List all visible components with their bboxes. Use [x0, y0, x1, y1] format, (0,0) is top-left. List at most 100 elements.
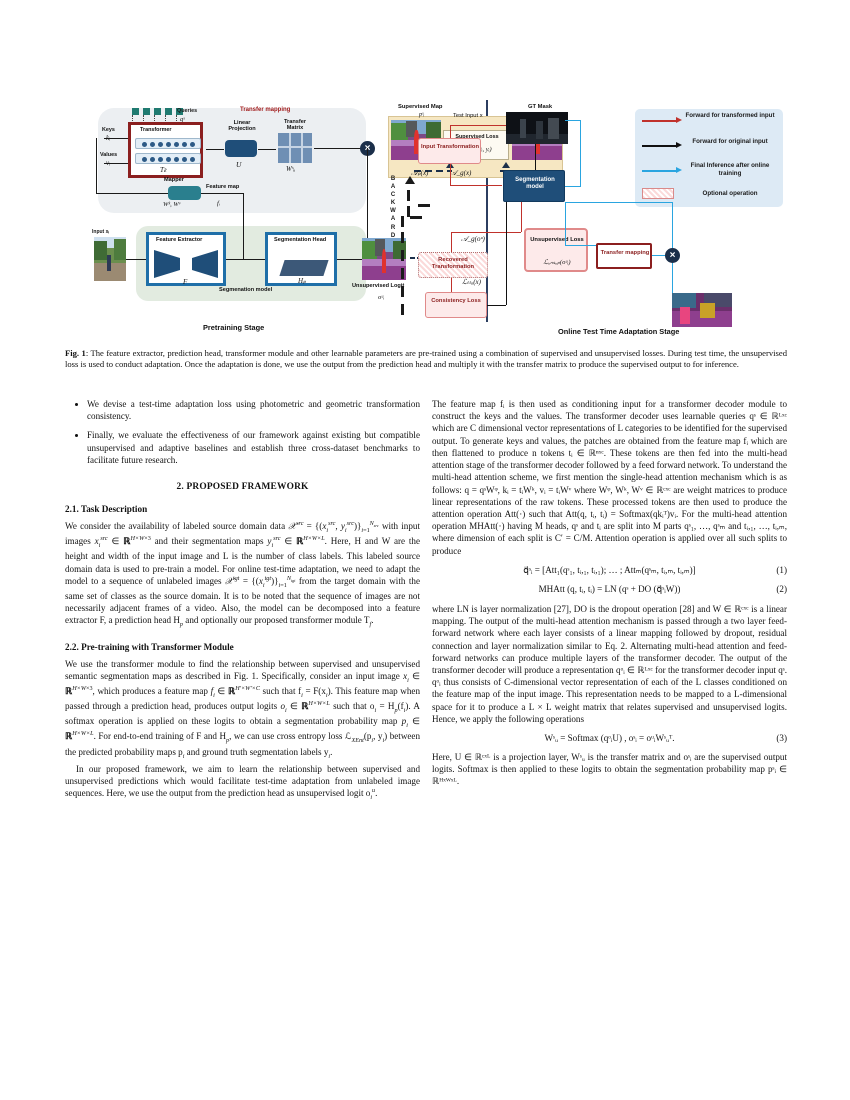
- framework-paragraph: In our proposed framework, we aim to lea…: [65, 763, 420, 801]
- segmentation-model-label: Segmenation model: [219, 287, 273, 293]
- transformer-to-lp-arrow: [206, 149, 224, 150]
- legend-arrow-transformed: [642, 120, 676, 122]
- mapper-out-line: [201, 193, 243, 194]
- mapper-box: [168, 186, 201, 200]
- legend-arrow-inference: [642, 170, 676, 172]
- fe-branch-vline: [243, 215, 244, 259]
- transformer-decoder-paragraph: The feature map fᵢ is then used as condi…: [432, 399, 787, 556]
- legend-label-original: Forward for original input: [692, 138, 768, 145]
- transformer-label: Transformer: [140, 127, 172, 133]
- section-heading-2: 2. PROPOSED FRAMEWORK: [176, 482, 309, 493]
- tm-to-mult-line: [314, 148, 362, 149]
- values-arrow: [104, 163, 128, 164]
- pt-c: such that f: [259, 685, 302, 696]
- red-line-4: [450, 185, 502, 187]
- pt-d: = F(x: [302, 685, 326, 696]
- transformer-row-1: [135, 138, 201, 149]
- feature-extractor-symbol: F: [183, 278, 188, 286]
- cyan-line-9: [672, 263, 674, 293]
- segmentation-head-label: Segmentation Head: [274, 237, 327, 243]
- transfer-mapping-label: Transfer mapping: [240, 107, 291, 113]
- pt-j: . For end-to-end training of F and H: [93, 731, 227, 742]
- red-line-5: [521, 202, 523, 232]
- featuremap-vline: [243, 193, 244, 215]
- ag-ou-symbol: 𝒜_g(oᵘ): [461, 235, 485, 243]
- cyan-line-8: [565, 202, 672, 204]
- equation-2: MHAtt (q, tᵢ, tᵢ) = LN (qˢ + DO (q⃗ˢᵢW))…: [432, 584, 787, 595]
- list-item: Finally, we evaluate the effectiveness o…: [87, 429, 420, 466]
- tta-stage-title: Online Test Time Adaptation Stage: [558, 327, 680, 336]
- td-e: from the target domain with the same set…: [65, 575, 420, 626]
- supervised-map-label: Supervised Map: [398, 104, 443, 110]
- black-line-1: [535, 144, 537, 170]
- cyan-line-5: [565, 245, 597, 247]
- pt-h: (f: [397, 701, 404, 712]
- cyan-line-6: [652, 255, 667, 257]
- supervised-loss-label: Supervised Loss: [455, 134, 499, 140]
- figure-1: Queries qˢ Keys kᵢ Values vᵢ Transformer…: [88, 100, 788, 340]
- red-line-3: [450, 164, 452, 185]
- transfer-matrix-label: Transfer Matrix: [283, 119, 307, 131]
- list-item: We devise a test-time adaptation loss us…: [87, 398, 420, 422]
- cyan-line-7: [672, 202, 674, 248]
- td-d: . Here, H and W are the height and width…: [65, 536, 420, 586]
- unsupervised-loss-box: Unsupervised Loss ℒᵤₙₛᵤₚ(oᵘᵢ): [524, 228, 588, 272]
- segmentation-head-box: Segmentation Head Hₚ: [265, 232, 337, 286]
- queries-label: Queries: [177, 108, 198, 114]
- pt-i: ). A softmax operation is applied on the…: [65, 701, 420, 727]
- right-column: The feature map fᵢ is then used as condi…: [432, 398, 787, 788]
- td-f: and optionally our proposed transformer …: [183, 615, 370, 626]
- values-label: Values: [100, 152, 118, 158]
- test-input-image: [506, 112, 568, 144]
- legend-label-inference: Final Inference after online training: [690, 162, 770, 177]
- logit-to-mult-vline: [367, 148, 368, 238]
- sh-to-logit-arrow: [337, 259, 362, 260]
- pt-n: ) between the predicted probability maps…: [65, 731, 421, 757]
- feature-map-symbol: fᵢ: [217, 200, 220, 207]
- pt-p: .: [330, 746, 333, 757]
- equation-1-number: (1): [776, 564, 787, 575]
- unsupervised-logit-image: [362, 238, 406, 280]
- segmentation-head-glyph: [279, 260, 329, 276]
- pt-e: ). This feature map when passed through …: [65, 685, 421, 712]
- pt-l: (p: [363, 731, 372, 742]
- pt-m: , y: [373, 731, 383, 742]
- test-input-label: Test Input x: [453, 113, 483, 119]
- black-line-2: [506, 202, 508, 305]
- cyan-line-4: [565, 202, 567, 245]
- ltta-symbol: ℒₜₜₐ(x): [462, 278, 481, 286]
- input-transformation-label: Input Transformation: [421, 144, 479, 150]
- transformer-row-2: [135, 153, 201, 164]
- sup-loss-arrow-right: [502, 162, 510, 168]
- transfer-mapping-box: Transfer mapping: [596, 243, 652, 269]
- linear-projection-symbol: U: [236, 160, 242, 169]
- segmentation-model-label: Segmentation model: [515, 177, 555, 190]
- mapper-in-line: [96, 193, 168, 194]
- equation-2-number: (2): [776, 583, 787, 594]
- cyan-line-2: [565, 120, 581, 122]
- red-line-8: [451, 278, 453, 292]
- cyan-line-3: [565, 186, 581, 188]
- encoder-decoder-glyph: [154, 250, 218, 278]
- red-line-2: [450, 125, 452, 138]
- input-label: Input xᵢ: [92, 229, 110, 235]
- feature-extractor-box: Feature Extractor F: [146, 232, 226, 286]
- input-arrow: [126, 259, 146, 260]
- equation-3-body: Wˢᵤ = Softmax (qᵒᵢU) , oˢᵢ = oᵘᵢWˢᵤᵀ.: [544, 733, 675, 744]
- feature-map-label: Feature map: [206, 184, 240, 190]
- pretraining-paragraph: We use the transformer module to find th…: [65, 658, 421, 760]
- pt-o: and ground truth segmentation labels y: [184, 746, 329, 757]
- legend-hatch-optional: [642, 188, 674, 199]
- ap-symbol: 𝒜ₚ(x): [411, 169, 429, 177]
- supervised-map-symbol: pˢᵢ: [419, 111, 425, 118]
- equation-3: Wˢᵤ = Softmax (qᵒᵢU) , oˢᵢ = oᵘᵢWˢᵤᵀ. (3…: [432, 733, 787, 743]
- transfer-matrix-box: [278, 133, 312, 163]
- caption-label: Fig. 1: [65, 348, 86, 358]
- td-c: and their segmentation maps: [150, 536, 268, 547]
- backward-arrowhead: [405, 176, 415, 184]
- transfer-mapping-label: Transfer mapping: [600, 250, 650, 256]
- consistency-loss-box: Consistency Loss: [425, 292, 487, 318]
- td-b: with input images: [65, 521, 420, 547]
- lp-to-tm-arrow: [258, 149, 276, 150]
